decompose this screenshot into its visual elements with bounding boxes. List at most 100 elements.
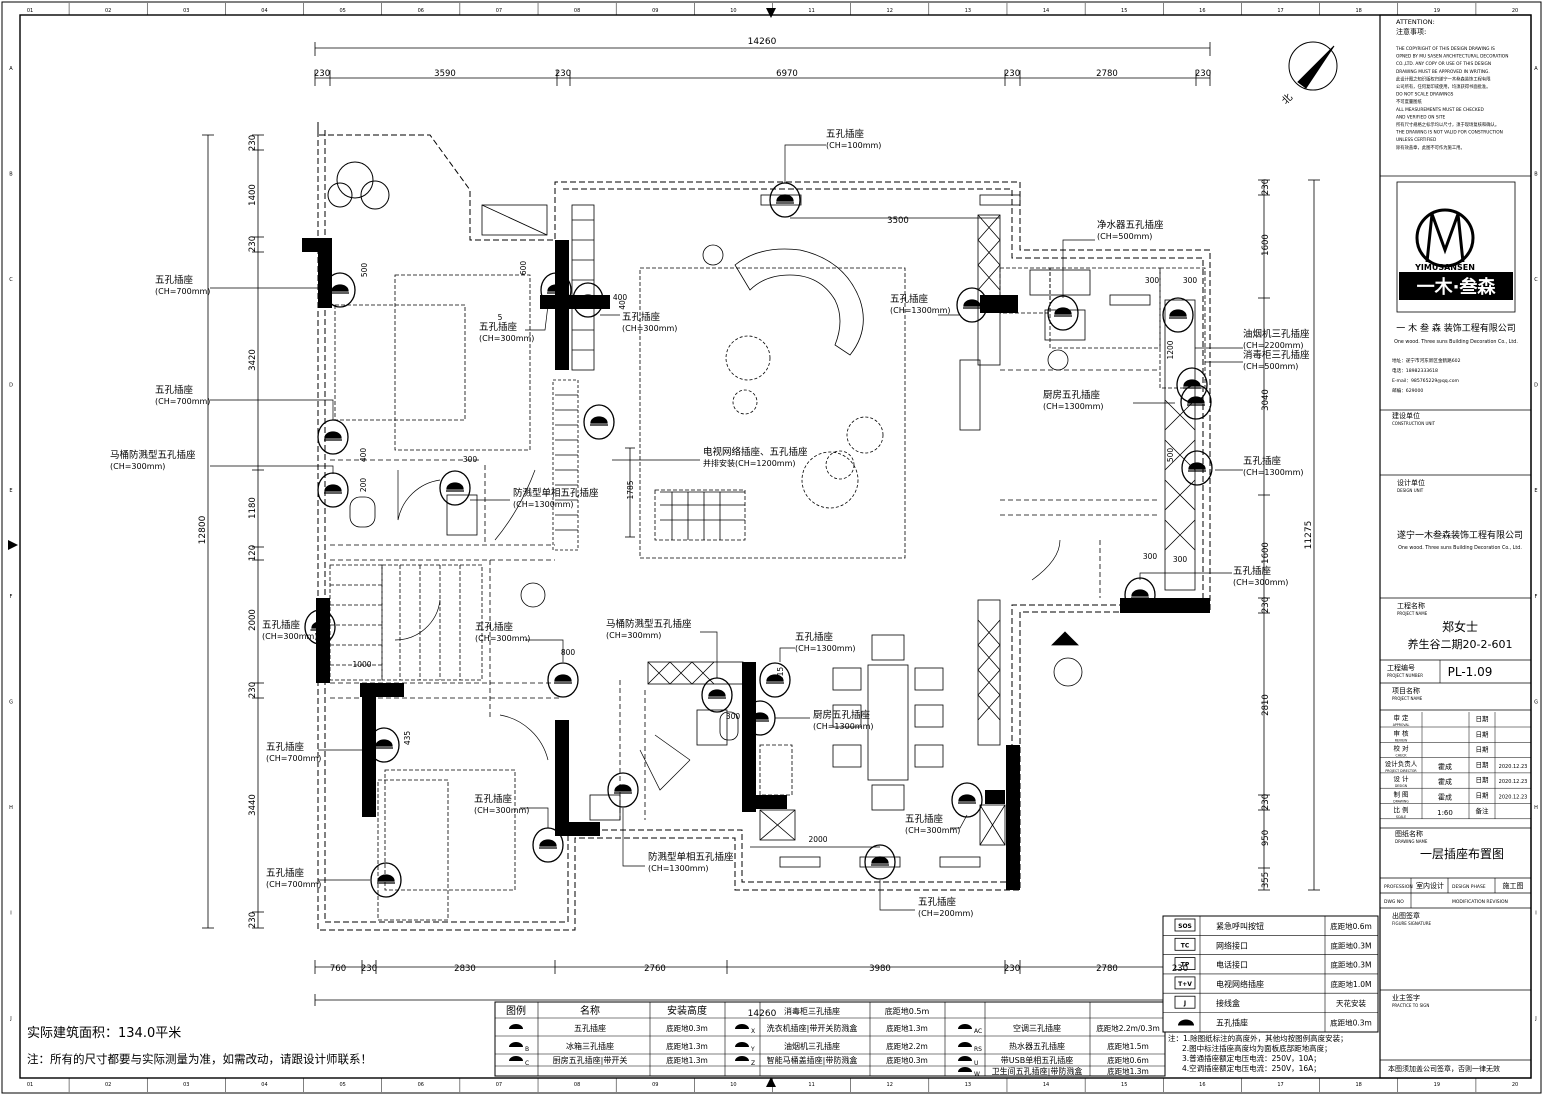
sign-date: 2020.12.23 [1499, 764, 1528, 770]
grid-col-label: 18 [1355, 8, 1361, 14]
dim-total-left: 12800 [198, 515, 208, 544]
dim-inner: 1000 [352, 660, 371, 669]
grid-col-label: 05 [339, 8, 345, 14]
dim-inner: 400 [613, 293, 628, 302]
sofa [660, 248, 864, 540]
grid-col-label: 10 [730, 1082, 736, 1088]
design-unit-en: DESIGN UNIT [1397, 488, 1424, 493]
design-company: 遂宁一木叁森装饰工程有限公司 [1397, 529, 1523, 541]
project-no: PL-1.09 [1448, 665, 1493, 679]
project-name-en: PROJECT NAME [1397, 611, 1428, 616]
socket-symbol [759, 662, 791, 698]
legend-right-name: 紧急呼叫按钮 [1216, 921, 1264, 931]
socket-label: 防溅型单相五孔插座(CH=1300mm) [513, 487, 599, 509]
socket-label: 防溅型单相五孔插座(CH=1300mm) [648, 851, 734, 873]
socket-label: 消毒柜三孔插座(CH=500mm) [1243, 349, 1310, 371]
attention-line: DO NOT SCALE DRAWINGS [1396, 92, 1454, 98]
sign-role: 设 计 [1393, 774, 1409, 783]
dim-top-segment: 2780 [1096, 69, 1118, 79]
dim-left-segment: 3420 [248, 349, 258, 371]
phase-label: DESIGN PHASE [1452, 884, 1486, 890]
dim-inner: 800 [561, 648, 576, 657]
dim-left-segment: 230 [248, 135, 258, 151]
legend-socket-icon [509, 1024, 523, 1029]
company-logo: YIMUSANSEN 一木·叁森 [1396, 181, 1516, 313]
socket-label-height: (CH=700mm) [155, 397, 210, 406]
attention-line: THE DRAWING IS NOT VALID FOR CONSTRUCTIO… [1395, 130, 1503, 136]
legend-note-line: 注：1.除图纸标注的高度外，其他均按图例高度安装； [1168, 1033, 1348, 1043]
legend-right-symbol: J [1183, 1000, 1186, 1007]
socket-label-title: 五孔插座 [905, 813, 944, 825]
socket-label: 马桶防溅型五孔插座(CH=300mm) [606, 618, 692, 640]
drawing-name-label: 图纸名称 [1395, 829, 1423, 838]
dim-top-segment: 230 [555, 69, 571, 79]
socket-label-title: 电视网络插座、五孔插座 [703, 446, 808, 458]
center-marks [8, 8, 776, 1087]
grid-row-label: F [10, 594, 13, 600]
socket-label: 五孔插座(CH=300mm) [474, 793, 529, 815]
legend-height: 底距地0.3m [886, 1055, 928, 1065]
socket-label: 五孔插座(CH=300mm) [475, 621, 530, 643]
socket-symbol [1180, 384, 1212, 420]
footer-note: 本图须加盖公司签章，否则一律无效 [1388, 1064, 1500, 1073]
legend-socket-icon [735, 1056, 749, 1061]
legend-height: 底距地1.3m [1107, 1066, 1149, 1076]
legend-name: 空调三孔插座 [1013, 1023, 1061, 1033]
dim-inner: 500 [360, 263, 369, 278]
grid-col-label: 13 [965, 8, 971, 14]
socket-label-title: 油烟机三孔插座 [1243, 328, 1310, 340]
attention-line: OPNED BY MU SASEN ARCHITECTURAL DECORATI… [1396, 54, 1508, 60]
north-arrow [1288, 41, 1338, 91]
socket-label: 净水器五孔插座(CH=500mm) [1097, 219, 1164, 241]
dim-right-segment: 1600 [1261, 542, 1271, 564]
socket-label: 马桶防溅型五孔插座(CH=300mm) [110, 449, 196, 471]
socket-label-height: (CH=300mm) [622, 324, 677, 333]
dim-inner: 300 [1145, 276, 1160, 285]
construction-unit: 建设单位 [1392, 411, 1420, 420]
socket-label-title: 五孔插座 [826, 128, 865, 140]
contact-lines: 地址：遂宁市河东新区金鹤路602电话：18982333618E-mail：985… [1392, 357, 1461, 394]
legend-socket-icon [509, 1056, 523, 1061]
dim-bottom-segment: 2780 [1096, 964, 1118, 974]
legend-right-icon [1174, 957, 1196, 970]
socket-symbol [979, 194, 1021, 206]
grid-col-label: 12 [887, 8, 893, 14]
doors [394, 469, 1061, 791]
legend-socket-icon [958, 1024, 972, 1029]
interior-walls [552, 204, 1196, 846]
socket-symbol [368, 727, 400, 763]
socket-symbol [439, 470, 471, 506]
sign-date: 2020.12.23 [1499, 795, 1528, 801]
dim-top-segment: 230 [314, 69, 330, 79]
legend-symbol: W [974, 1071, 980, 1078]
socket-symbol [1109, 294, 1151, 306]
socket-label-height: (CH=100mm) [826, 141, 881, 150]
dim-inner: 300 [1143, 552, 1158, 561]
socket-symbol [607, 772, 639, 808]
figure-sign: 出图签章 [1392, 911, 1420, 920]
sign-name: 霍成 [1438, 762, 1452, 771]
profession: 室内设计 [1416, 881, 1444, 890]
dining-table [832, 634, 944, 811]
socket-label-title: 五孔插座 [262, 619, 301, 631]
attention-line: ALL MEASUREMENTS MUST BE CHECKED [1396, 107, 1484, 113]
socket-symbol [956, 287, 988, 323]
grid-row-label: G [9, 699, 13, 705]
label-leader [525, 304, 549, 331]
socket-symbol [951, 782, 983, 818]
sign-date-label: 日期 [1476, 776, 1490, 784]
dim-right-segment: 1600 [1261, 234, 1271, 256]
label-leader [1062, 239, 1095, 298]
legend-right-icon [1174, 937, 1196, 951]
dim-inner: 1785 [626, 480, 635, 499]
grid-row-label: J [9, 1016, 11, 1022]
label-leader [779, 647, 795, 662]
grid-col-label: 11 [808, 1082, 814, 1088]
grid-col-label: 14 [1043, 8, 1049, 14]
socket-label-title: 防溅型单相五孔插座 [648, 851, 734, 863]
socket-label-title: 五孔插座 [890, 293, 929, 305]
socket-label-title: 五孔插座 [795, 631, 834, 643]
sign-role-en: PROJECT DIRECTOR [1385, 769, 1417, 773]
